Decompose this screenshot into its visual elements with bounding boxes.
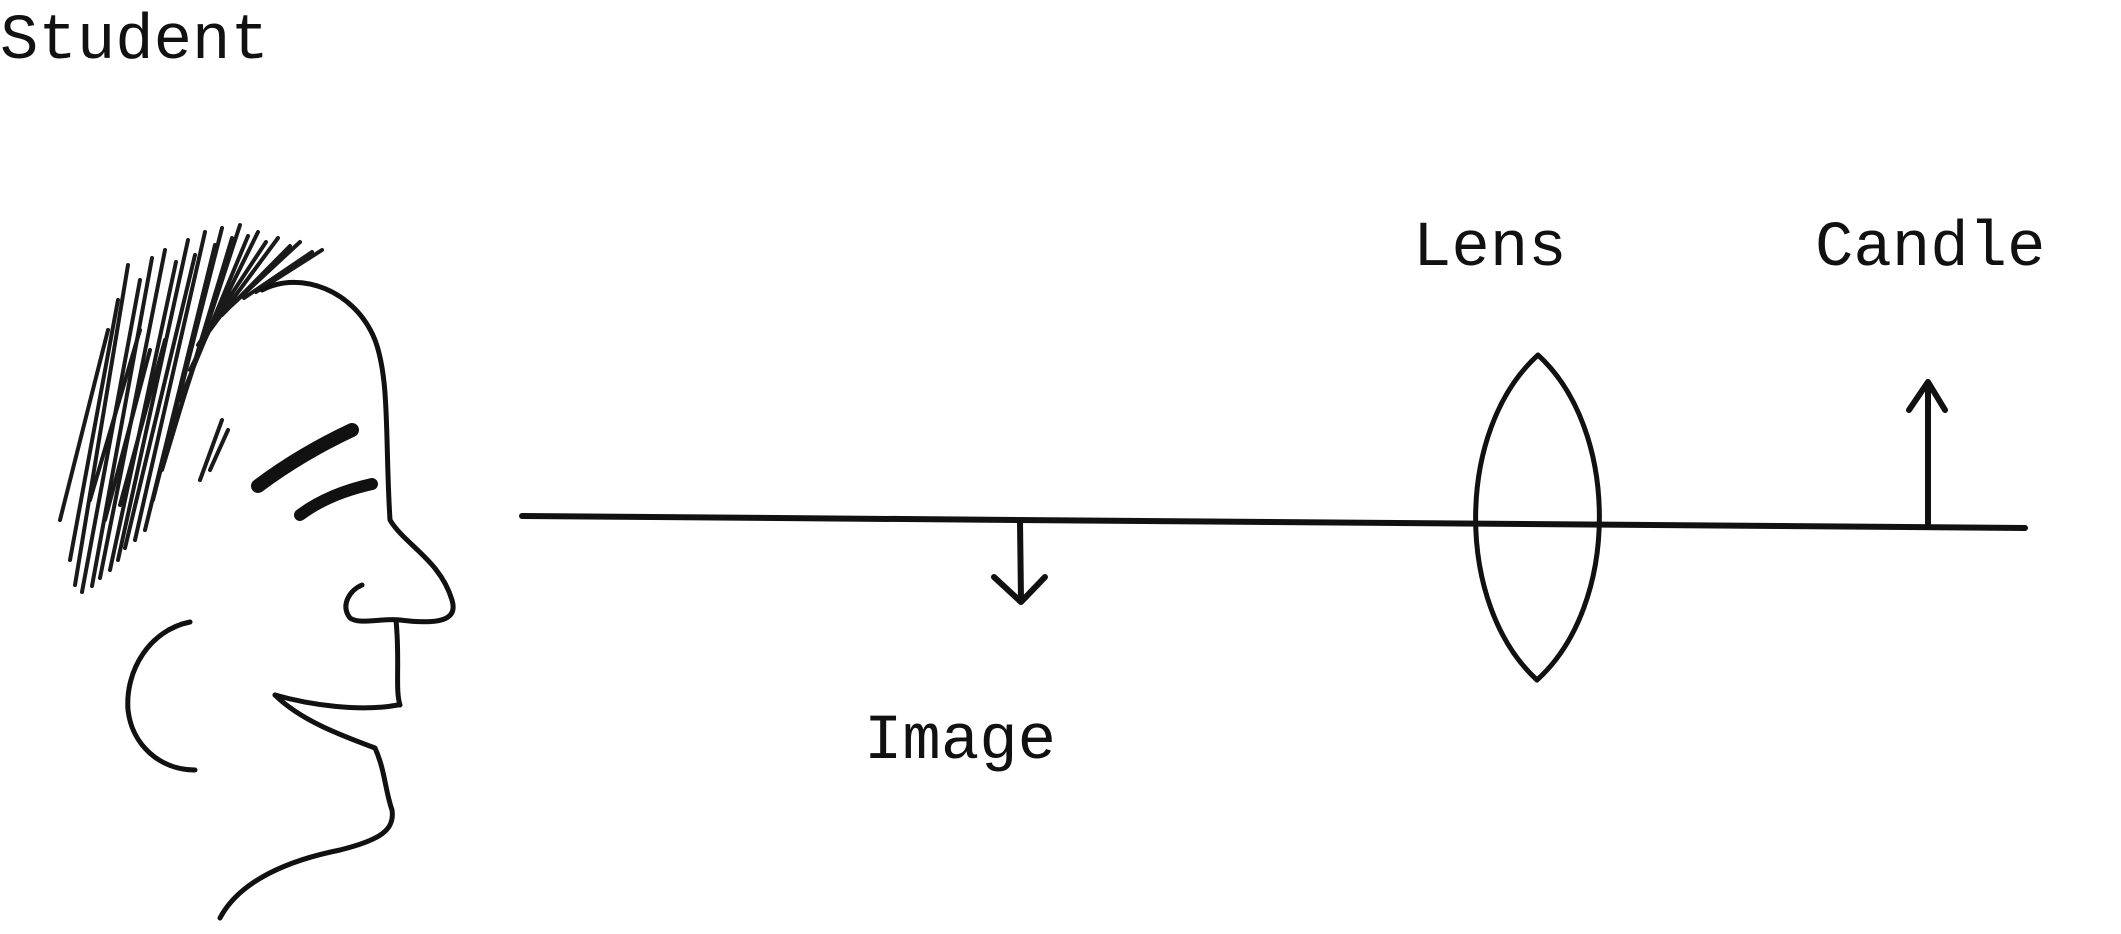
image-label: Image: [864, 706, 1056, 778]
mouth-line: [272, 692, 401, 711]
convex-lens: [1473, 352, 1602, 683]
student-face-drawing: [58, 223, 456, 921]
hair-strokes: [58, 223, 324, 594]
upper-lip: [393, 617, 403, 708]
lens-label: Lens: [1413, 213, 1567, 285]
ear: [125, 619, 198, 773]
candle-label: Candle: [1815, 213, 2045, 285]
chin-neck: [217, 692, 395, 921]
eyebrow: [251, 423, 359, 493]
image-arrow: [991, 518, 1048, 605]
student-label: Student: [0, 6, 269, 78]
optical-axis: [519, 513, 2028, 531]
candle-arrow: [1906, 379, 1948, 529]
eye: [294, 478, 378, 521]
face-profile: [259, 279, 456, 625]
